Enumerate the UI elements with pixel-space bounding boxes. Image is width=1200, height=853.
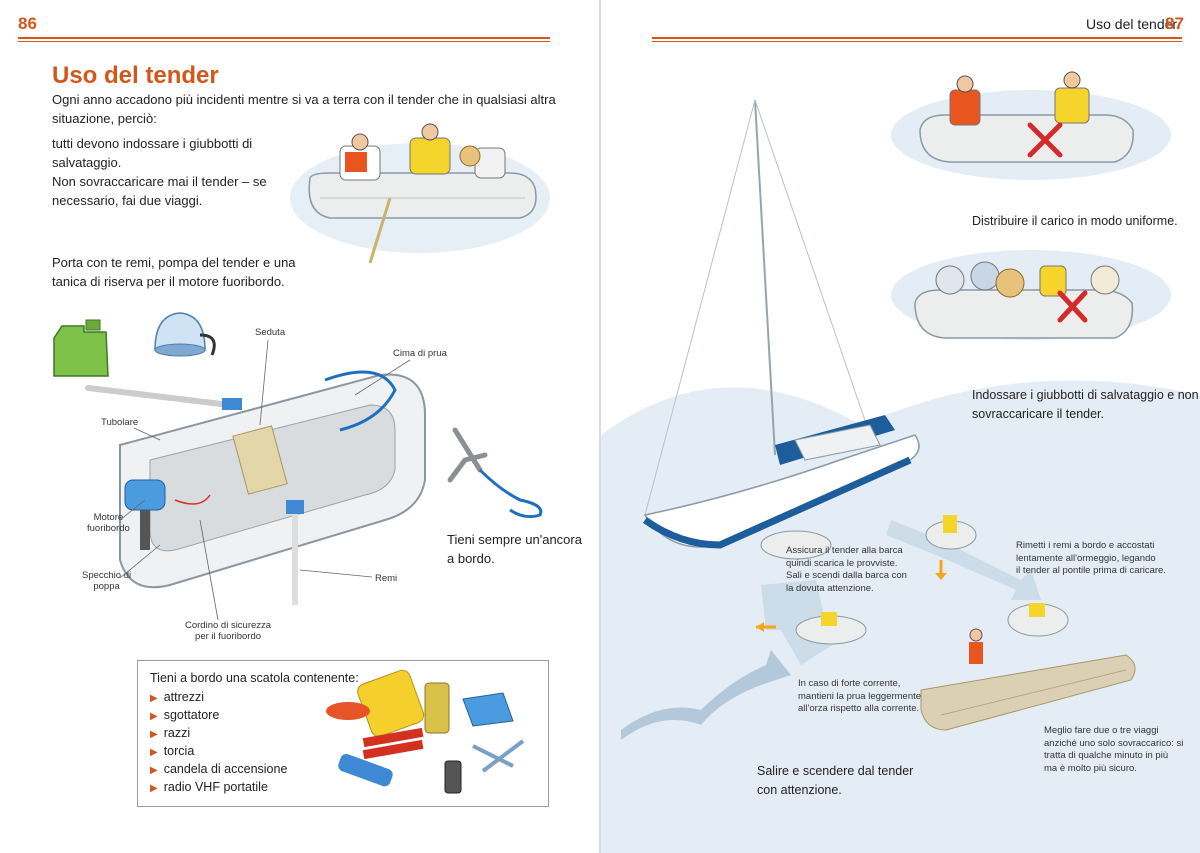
label-cordino: Cordino di sicurezza per il fuoribordo	[185, 620, 271, 642]
caption-board-carefully: Salire e scendere dal tender con attenzi…	[757, 762, 913, 800]
leader-lines	[119, 339, 411, 621]
anchor-note-line: Tieni sempre un'ancora	[447, 532, 582, 547]
caption-line: Salire e scendere dal tender	[757, 764, 914, 778]
para2-line: tanica di riserva per il motore fuoribor…	[52, 274, 285, 289]
uneven-load-illustration	[919, 71, 1134, 163]
label-cima-di-prua: Cima di prua	[393, 348, 447, 359]
note-line: Assicura il tender alla barca	[786, 545, 903, 556]
list-item-text: razzi	[163, 726, 191, 740]
note-line: tratta di qualche minuto in più	[1044, 750, 1169, 761]
page-number-right: 87	[1165, 14, 1184, 33]
para2-line: Porta con te remi, pompa del tender e un…	[52, 255, 296, 270]
bullet-triangle-icon: ▶	[150, 765, 158, 776]
page-number-left: 86	[18, 14, 37, 33]
label-line: fuoribordo	[87, 523, 130, 534]
caption-distribute-load: Distribuire il carico in modo uniforme.	[972, 214, 1178, 228]
caption-line: sovraccaricare il tender.	[972, 407, 1105, 421]
list-item: ▶ sgottatore	[150, 707, 287, 725]
para1-line: salvataggio.	[52, 155, 122, 170]
note-line: Meglio fare due o tre viaggi	[1044, 725, 1159, 736]
overloaded-dinghy-illustration	[914, 261, 1134, 339]
equipment-paragraph: Porta con te remi, pompa del tender e un…	[52, 253, 312, 291]
note-line: In caso di forte corrente,	[798, 678, 901, 689]
label-motore-fuoribordo: Motore fuoribordo	[87, 512, 130, 534]
header-rule-right-thin	[652, 41, 1182, 42]
anchor-note: Tieni sempre un'ancora a bordo.	[447, 530, 582, 568]
label-line: poppa	[93, 581, 120, 592]
label-line: Specchio di	[82, 570, 132, 581]
list-item: ▶ torcia	[150, 743, 287, 761]
intro-text: Ogni anno accadono più incidenti mentre …	[52, 92, 556, 126]
bullet-triangle-icon: ▶	[150, 747, 158, 758]
page-gutter	[599, 0, 601, 853]
note-strong-current: In caso di forte corrente, mantieni la p…	[798, 678, 921, 716]
lifejacket-paragraph: tutti devono indossare i giubbotti di sa…	[52, 134, 292, 210]
note-line: la dovuta attenzione.	[786, 582, 874, 594]
label-specchio-di-poppa: Specchio di poppa	[82, 570, 131, 592]
bullet-triangle-icon: ▶	[150, 711, 158, 722]
label-line: Cordino di sicurezza	[185, 620, 272, 631]
pump-icon	[154, 312, 216, 357]
list-item: ▶ attrezzi	[150, 689, 287, 707]
list-item-text: candela di accensione	[163, 762, 288, 776]
list-item: ▶ radio VHF portatile	[150, 779, 287, 797]
note-line: mantieni la prua leggermente	[798, 690, 922, 702]
page-title: Uso del tender	[52, 62, 219, 89]
toolbox-heading: Tieni a bordo una scatola contenente:	[150, 671, 359, 685]
toolbox-items-illustration	[326, 669, 525, 794]
toolbox-checklist-box: Tieni a bordo una scatola contenente: ▶ a…	[137, 660, 549, 807]
note-approach-dock: Rimetti i remi a bordo e accostati lenta…	[1016, 540, 1166, 578]
list-item-text: attrezzi	[163, 690, 204, 704]
note-line: Sali e scendi dalla barca con	[786, 570, 907, 581]
note-line: anziché uno solo sovraccarico: si	[1044, 737, 1184, 749]
note-secure-tender: Assicura il tender alla barca quindi sca…	[786, 545, 907, 595]
bullet-triangle-icon: ▶	[150, 729, 158, 740]
header-rule-right	[652, 37, 1182, 39]
header-rule-left	[18, 37, 550, 39]
caption-lifejackets: Indossare i giubbotti di salvataggio e n…	[972, 386, 1199, 424]
anchor-note-line: a bordo.	[447, 551, 495, 566]
label-line: per il fuoribordo	[195, 631, 262, 642]
list-item: ▶ razzi	[150, 725, 287, 743]
para1-line: tutti devono indossare i giubbotti di	[52, 136, 253, 151]
fuel-can-icon	[53, 319, 109, 377]
note-line: Rimetti i remi a bordo e accostati	[1016, 540, 1155, 551]
list-item-text: radio VHF portatile	[163, 780, 268, 794]
crew-tender-illustration	[290, 123, 550, 264]
list-item: ▶ candela di accensione	[150, 761, 287, 779]
note-line: il tender al pontile prima di caricare.	[1016, 565, 1166, 576]
caption-line: Indossare i giubbotti di salvataggio e n…	[972, 388, 1199, 402]
note-line: all'orza rispetto alla corrente.	[798, 703, 920, 714]
bullet-triangle-icon: ▶	[150, 783, 158, 794]
para1-line: Non sovraccaricare mai il tender – se	[52, 174, 267, 189]
note-line: ma è molto più sicuro.	[1044, 762, 1137, 774]
label-seduta: Seduta	[255, 327, 286, 338]
anchor-icon	[447, 427, 543, 519]
para1-line: necessario, fai due viaggi.	[52, 193, 203, 208]
list-item-text: torcia	[163, 744, 195, 758]
toolbox-list: ▶ attrezzi ▶ sgottatore ▶ razzi ▶ torcia ▶ ca…	[150, 689, 287, 797]
note-line: lentamente all'ormeggio, legando	[1016, 552, 1156, 564]
caption-line: con attenzione.	[757, 783, 842, 797]
list-item-text: sgottatore	[163, 708, 220, 722]
note-line: quindi scarica le provviste.	[786, 557, 898, 569]
bullet-triangle-icon: ▶	[150, 693, 158, 704]
label-tubolare: Tubolare	[101, 417, 139, 428]
note-multiple-trips: Meglio fare due o tre viaggi anziché uno…	[1044, 725, 1183, 775]
maneuver-diagram	[621, 515, 1136, 740]
running-header: Uso del tender	[1086, 16, 1178, 32]
label-remi: Remi	[375, 573, 398, 584]
header-rule-left-thin	[18, 41, 550, 42]
sailboat-illustration	[642, 99, 920, 549]
label-line: Motore	[93, 512, 124, 523]
dinghy-diagram	[85, 370, 426, 605]
